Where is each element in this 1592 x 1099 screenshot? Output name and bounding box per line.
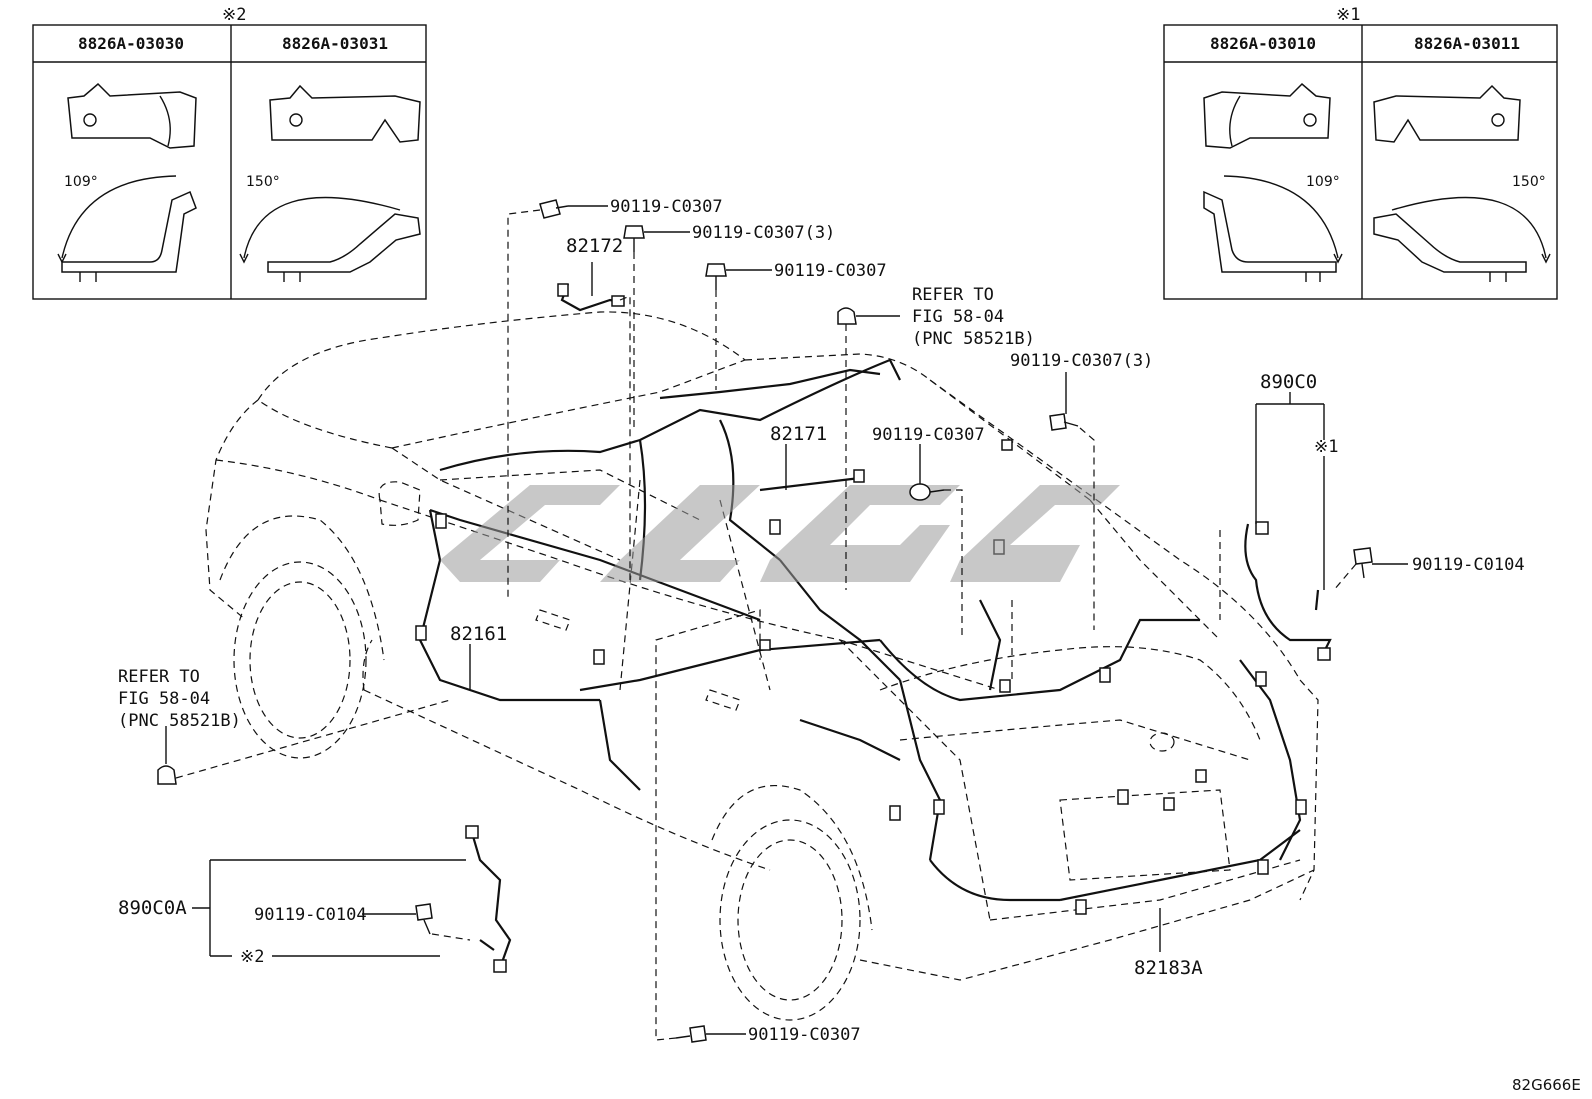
wire-harnesses [418, 283, 1332, 969]
connectors [415, 283, 1331, 973]
watermark-logo [440, 485, 1120, 582]
label-82171: 82171 [770, 423, 827, 445]
label-bolt-top1: 90119-C0307 [610, 197, 723, 217]
label-82172: 82172 [566, 235, 623, 257]
inset-left: ※2 8826A-03030 8826A-03031 109° 150° [32, 5, 427, 300]
label-bolt-mid: 90119-C0307 [872, 425, 985, 445]
clip-icon [837, 307, 857, 325]
inset-right-angle1: 109° [1306, 174, 1340, 190]
bolt-icon [539, 199, 569, 219]
inset-right-frame [1163, 24, 1558, 300]
label-82183A: 82183A [1134, 957, 1203, 979]
label-890C0: 890C0 [1260, 371, 1317, 393]
bracket-03011-side [1373, 213, 1527, 273]
label-bolt-left: 90119-C0104 [254, 905, 367, 925]
bolt-icon [623, 225, 645, 252]
bolt-icon [1049, 413, 1079, 431]
inset-left-col1: 8826A-03030 [78, 34, 184, 53]
label-refer-left-line2: FIG 58-04 [118, 689, 210, 709]
inset-right-mark: ※1 [1336, 5, 1360, 25]
inset-left-angle2: 150° [246, 174, 280, 190]
fasteners [157, 199, 1373, 1043]
inset-left-col2: 8826A-03031 [282, 34, 388, 53]
rear-wheel [719, 819, 861, 1021]
bolt-icon [415, 903, 433, 935]
bracket-03031-top [269, 84, 421, 143]
bracket-03030-side [61, 190, 197, 273]
label-bolt-right-a: 90119-C0307(3) [1010, 351, 1153, 371]
bolt-icon [675, 1025, 707, 1043]
bolt-icon [705, 263, 727, 290]
inset-right-col1: 8826A-03010 [1210, 34, 1316, 53]
inset-right-angle2: 150° [1512, 174, 1546, 190]
inset-left-frame [32, 24, 427, 300]
diagram-code: 82G666E [1512, 1076, 1581, 1094]
bracket-03010-side [1203, 190, 1337, 273]
leader-lines [165, 205, 1408, 1041]
label-refer-top-line1: REFER TO [912, 285, 994, 305]
bracket-03010-top [1203, 82, 1331, 149]
label-refer-left-line3: (PNC 58521B) [118, 711, 241, 731]
labels: 90119-C0307 90119-C0307(3) 90119-C0307 8… [118, 197, 1581, 1094]
clip-icon [157, 765, 177, 785]
label-refer-top-line2: FIG 58-04 [912, 307, 1004, 327]
bracket-03031-side [267, 213, 421, 273]
front-wheel [233, 561, 367, 759]
bolt-icon [1353, 547, 1373, 579]
label-refer-left-line1: REFER TO [118, 667, 200, 687]
bracket-03030-top [67, 82, 197, 149]
label-bolt-bottom: 90119-C0307 [748, 1025, 861, 1045]
vehicle-outline [205, 311, 1319, 1021]
label-890C0A-mark: ※2 [240, 947, 264, 967]
label-82161: 82161 [450, 623, 507, 645]
inset-right: ※1 8826A-03010 8826A-03011 109° 150° [1163, 5, 1558, 300]
label-890C0-mark: ※1 [1314, 437, 1338, 457]
label-890C0A: 890C0A [118, 897, 187, 919]
inset-left-mark: ※2 [222, 5, 246, 25]
label-bolt-top3: 90119-C0307 [774, 261, 887, 281]
label-bolt-top2: 90119-C0307(3) [692, 223, 835, 243]
inset-left-angle1: 109° [64, 174, 98, 190]
inset-right-col2: 8826A-03011 [1414, 34, 1520, 53]
label-bolt-right-b: 90119-C0104 [1412, 555, 1525, 575]
label-refer-top-line3: (PNC 58521B) [912, 329, 1035, 349]
bracket-03011-top [1373, 84, 1521, 143]
